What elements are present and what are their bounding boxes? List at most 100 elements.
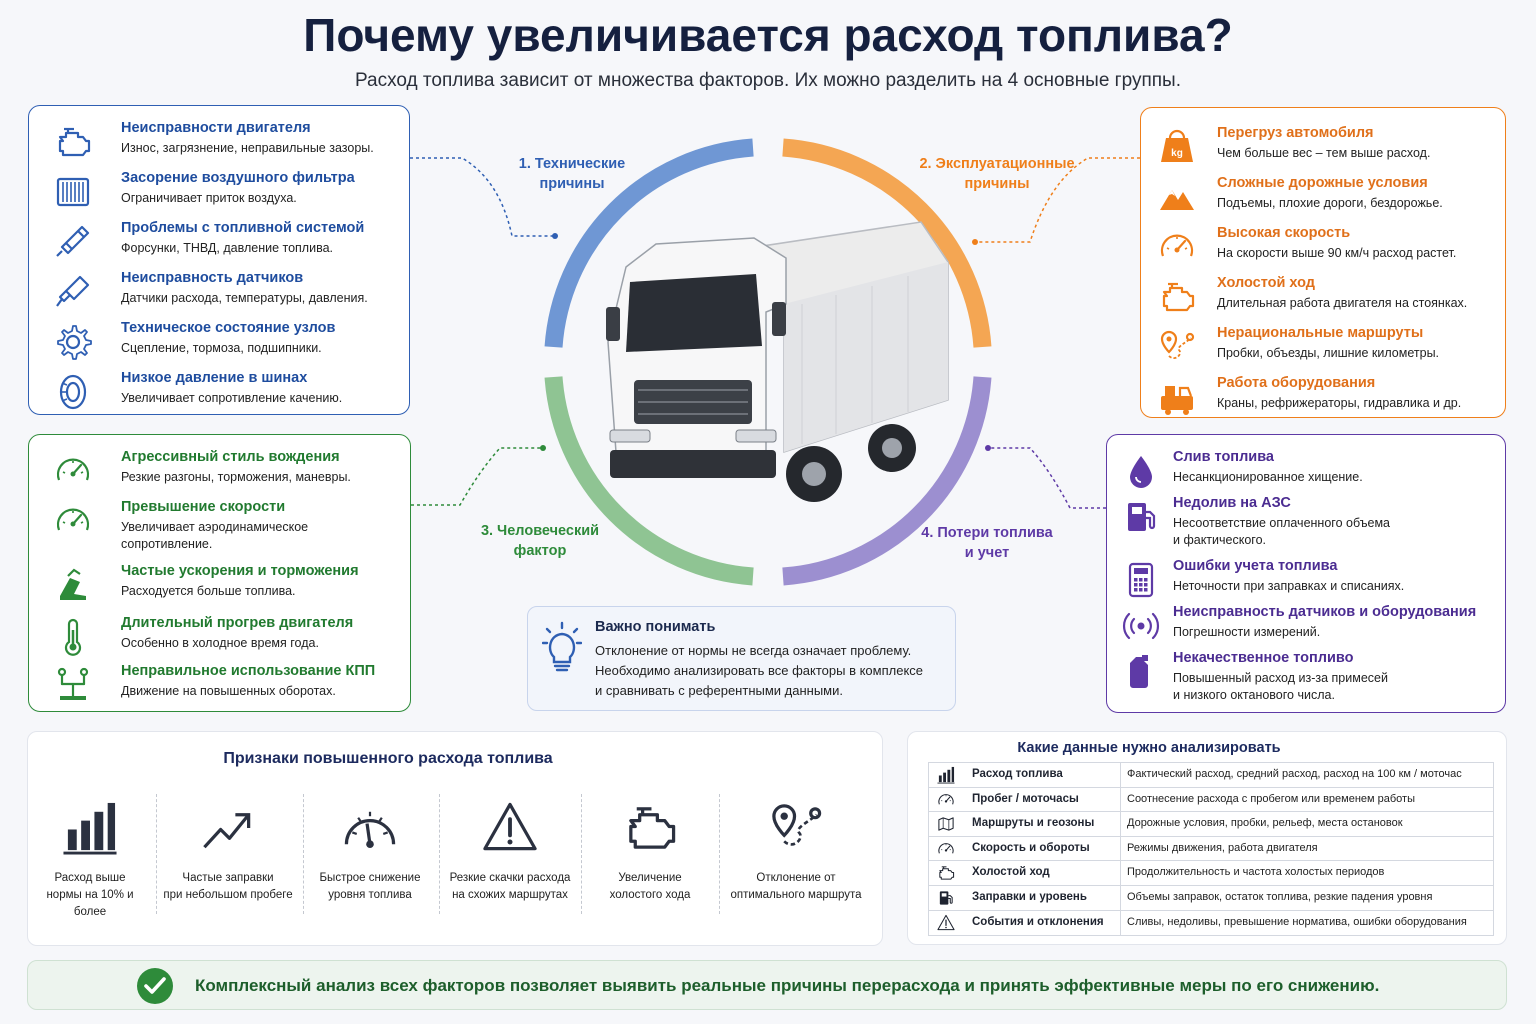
- row-key: Заправки и уровень: [972, 890, 1087, 903]
- technical-item-desc: Ограничивает приток воздуха.: [121, 191, 297, 205]
- signs-panel: Признаки повышенного расхода топлива Рас…: [27, 731, 883, 946]
- speedometer-icon-wrap: [51, 499, 95, 543]
- losses-item: Ошибки учета топлива Неточности при запр…: [1107, 556, 1505, 604]
- operational-item-desc: Длительная работа двигателя на стоянках.: [1217, 296, 1468, 310]
- sensor-icon: [56, 275, 90, 307]
- row-key: Пробег / моточасы: [972, 792, 1079, 805]
- speedometer-icon: [1160, 234, 1194, 257]
- bar-chart-icon-wrap: [935, 766, 957, 784]
- calculator-icon: [1128, 562, 1154, 598]
- engine-icon: [1162, 282, 1195, 312]
- losses-item-title: Некачественное топливо: [1173, 650, 1354, 666]
- engine-icon-wrap: [595, 798, 705, 858]
- sign-item: Увеличение холостого хода: [595, 798, 705, 904]
- data-title: Какие данные нужно анализировать: [1017, 740, 1281, 756]
- human-item-title: Длительный прогрев двигателя: [121, 615, 354, 631]
- row-value: Дорожные условия, пробки, рельеф, места …: [1120, 812, 1403, 836]
- data-table: Расход топлива Фактический расход, средн…: [928, 762, 1494, 937]
- table-row: Расход топлива Фактический расход, средн…: [929, 763, 1493, 788]
- row-value: Продолжительность и частота холостых пер…: [1120, 861, 1384, 885]
- gearbox-icon: [57, 667, 89, 700]
- tire-icon-wrap: [51, 370, 95, 414]
- losses-item-title: Недолив на АЗС: [1173, 495, 1291, 511]
- sign-label: Частые заправки при небольшом пробеге: [163, 872, 293, 901]
- losses-item-desc: Несоответствие оплаченного объема и факт…: [1173, 516, 1390, 547]
- bar-chart-icon-wrap: [31, 798, 149, 858]
- tire-icon: [59, 374, 87, 410]
- speedometer-icon: [938, 793, 954, 805]
- speedometer-icon-wrap: [935, 840, 957, 858]
- trend-up-icon-wrap: [159, 798, 297, 858]
- human-factor-panel: Агрессивный стиль вождения Резкие разгон…: [28, 434, 411, 712]
- route-icon-wrap: [1155, 325, 1199, 369]
- table-row: Маршруты и геозоны Дорожные условия, про…: [929, 812, 1493, 837]
- table-row: Пробег / моточасы Соотнесение расхода с …: [929, 787, 1493, 813]
- signal-icon: [1122, 612, 1160, 640]
- technical-item-title: Неисправность датчиков: [121, 270, 304, 286]
- table-row: Заправки и уровень Объемы заправок, оста…: [929, 885, 1493, 911]
- gear-icon: [57, 325, 92, 360]
- canister-icon-wrap: [1119, 650, 1163, 694]
- route-icon: [1160, 330, 1195, 360]
- technical-item-desc: Сцепление, тормоза, подшипники.: [121, 341, 322, 355]
- engine-icon-wrap: [51, 120, 95, 164]
- important-note: Важно понимать Отклонение от нормы не вс…: [527, 606, 956, 711]
- operational-item: kg Перегруз автомобиля Чем больше вес – …: [1141, 123, 1505, 171]
- bar-chart-icon: [937, 766, 955, 784]
- technical-item: Проблемы с топливной системой Форсунки, …: [29, 218, 409, 266]
- air-filter-icon-wrap: [51, 170, 95, 214]
- sign-label: Быстрое снижение уровня топлива: [319, 872, 421, 901]
- operational-item: Холостой ход Длительная работа двигателя…: [1141, 273, 1505, 321]
- trend-up-icon: [203, 813, 251, 849]
- operational-causes-panel: kg Перегруз автомобиля Чем больше вес – …: [1140, 107, 1506, 418]
- losses-item-title: Ошибки учета топлива: [1173, 558, 1338, 574]
- connector-human: [411, 447, 543, 506]
- speedometer-icon-wrap: [935, 791, 957, 809]
- operational-item-desc: Пробки, объезды, лишние километры.: [1217, 346, 1440, 360]
- engine-icon: [58, 127, 91, 157]
- mountains-icon-wrap: [1155, 175, 1199, 219]
- page-title: Почему увеличивается расход топлива?: [303, 9, 1233, 61]
- human-item-title: Неправильное использование КПП: [121, 663, 376, 679]
- operational-item-desc: Краны, рефрижераторы, гидравлика и др.: [1217, 396, 1462, 410]
- technical-item-title: Неисправности двигателя: [121, 120, 311, 136]
- losses-item-desc: Неточности при заправках и списаниях.: [1173, 579, 1405, 593]
- speedometer-icon: [56, 458, 90, 481]
- equipment-icon-wrap: [1155, 375, 1199, 419]
- operational-item-title: Холостой ход: [1217, 275, 1316, 291]
- human-item-desc: Особенно в холодное время года.: [121, 636, 319, 650]
- air-filter-icon: [56, 177, 90, 207]
- losses-item-title: Слив топлива: [1173, 449, 1274, 465]
- sign-item: Резкие скачки расхода на схожих маршрута…: [441, 798, 579, 904]
- gear-icon-wrap: [51, 320, 95, 364]
- connector-losses: [988, 447, 1106, 509]
- technical-item-title: Техническое состояние узлов: [121, 320, 336, 336]
- technical-item-title: Низкое давление в шинах: [121, 370, 308, 386]
- drop-icon-wrap: [1119, 449, 1163, 493]
- map-icon-wrap: [935, 815, 957, 833]
- row-key: Маршруты и геозоны: [972, 817, 1095, 830]
- speedometer-icon: [56, 508, 90, 531]
- operational-item-title: Перегруз автомобиля: [1217, 125, 1374, 141]
- connector-technical-dot: [552, 233, 558, 239]
- row-value: Соотнесение расхода с пробегом или време…: [1120, 787, 1415, 812]
- losses-item-title: Неисправность датчиков и оборудования: [1173, 604, 1477, 620]
- operational-item-desc: Подъемы, плохие дороги, бездорожье.: [1217, 196, 1443, 210]
- technical-item-desc: Датчики расхода, температуры, давления.: [121, 291, 368, 305]
- truck-image: [606, 221, 949, 502]
- injector-icon: [56, 225, 90, 257]
- fuel-pump-icon-wrap: [935, 889, 957, 907]
- sign-divider: [439, 794, 440, 914]
- sign-divider: [581, 794, 582, 914]
- sign-item: Частые заправки при небольшом пробеге: [159, 798, 297, 904]
- sign-label: Отклонение от оптимального маршрута: [730, 872, 862, 901]
- sign-divider: [719, 794, 720, 914]
- pedal-icon: [60, 568, 86, 600]
- table-row: Скорость и обороты Режимы движения, рабо…: [929, 836, 1493, 862]
- operational-item-title: Сложные дорожные условия: [1217, 175, 1428, 191]
- table-row: События и отклонения Сливы, недоливы, пр…: [929, 910, 1493, 936]
- human-item: Неправильное использование КПП Движение …: [29, 661, 410, 709]
- conclusion-text: Комплексный анализ всех факторов позволя…: [195, 976, 1380, 995]
- bar-chart-icon: [63, 802, 117, 855]
